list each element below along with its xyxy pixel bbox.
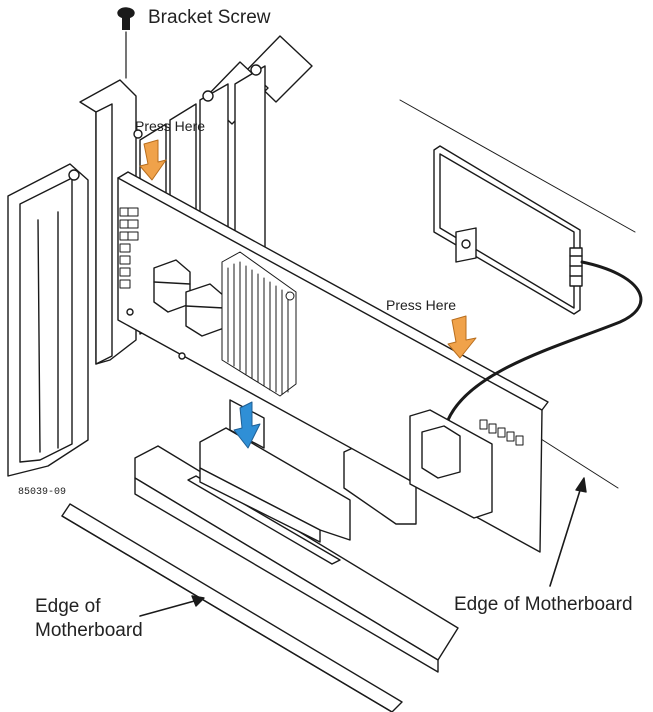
edge-of-motherboard-left-line1: Edge of [35, 596, 101, 617]
press-arrow-right-icon [447, 315, 477, 359]
pointer-arrow-right-edge-icon [549, 477, 587, 587]
battery-backup-module [433, 145, 583, 315]
motherboard-plane [61, 503, 403, 712]
edge-of-motherboard-left-line2: Motherboard [35, 620, 143, 641]
bracket-screw-icon [117, 7, 135, 79]
battery-connector-board [409, 409, 524, 519]
insert-arrow-blue-icon [233, 401, 261, 449]
sas-connector-2 [185, 283, 225, 337]
edge-of-motherboard-right-label: Edge of Motherboard [454, 594, 633, 615]
figure-id-label: 85039-09 [18, 487, 67, 498]
pcie-slot-long [134, 445, 459, 673]
pointer-arrow-left-edge-icon [139, 595, 205, 617]
chassis-edge-lines [399, 99, 636, 489]
card-pin-header [119, 207, 139, 289]
battery-cable [446, 260, 643, 422]
bracket-screw-label: Bracket Screw [148, 7, 271, 28]
press-arrow-top-icon [139, 139, 167, 181]
pcie-slot-short [199, 427, 351, 543]
heatsink [221, 251, 297, 397]
jumper-pins [479, 419, 524, 446]
press-here-top-label: Press Here [135, 118, 206, 134]
press-here-right-label: Press Here [386, 297, 457, 313]
sas-connector-1 [153, 259, 191, 313]
